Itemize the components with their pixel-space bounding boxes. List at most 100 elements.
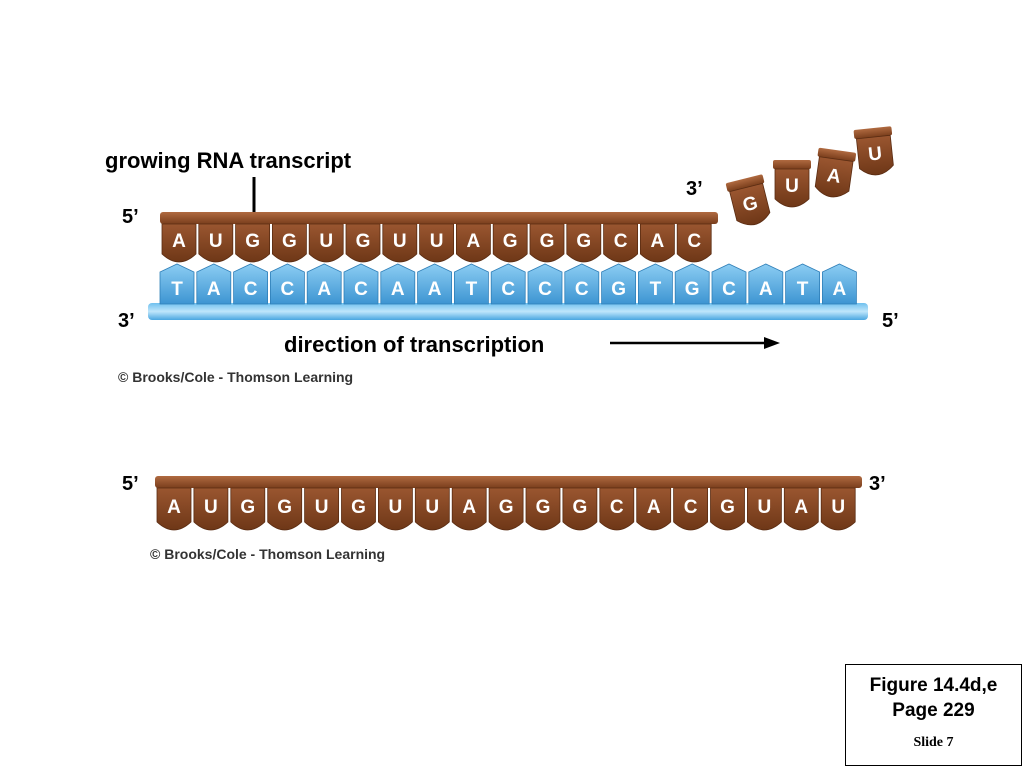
top-rna-base: G bbox=[529, 223, 565, 263]
bottom-rna-base: U bbox=[304, 487, 339, 531]
bottom-rna-base: G bbox=[488, 487, 524, 531]
figure-reference-box: Figure 14.4d,e Page 229 Slide 7 bbox=[845, 664, 1022, 766]
bottom-rna-base-letter: G bbox=[240, 497, 255, 518]
top-rna-base: U bbox=[382, 223, 418, 263]
dna-base-letter: A bbox=[207, 279, 221, 300]
dna-base-letter: C bbox=[501, 279, 515, 300]
dna-base: C bbox=[527, 263, 563, 305]
dna-base-letter: T bbox=[650, 279, 662, 300]
bottom-credit: © Brooks/Cole - Thomson Learning bbox=[150, 546, 385, 562]
bottom-rna-base-letter: U bbox=[204, 497, 218, 518]
top-rna-base-letter: U bbox=[393, 231, 407, 252]
bottom-rna-base-letter: U bbox=[831, 497, 845, 518]
dna-base-letter: C bbox=[722, 279, 736, 300]
free-nucleotide-base-letter: U bbox=[867, 143, 883, 165]
top-rna-base-letter: G bbox=[503, 231, 518, 252]
bottom-rna-base: A bbox=[451, 487, 487, 531]
top-rna-base: C bbox=[603, 223, 638, 263]
bottom-rna-base-letter: G bbox=[720, 497, 735, 518]
top-rna-base-letter: U bbox=[209, 231, 223, 252]
dna-base-letter: A bbox=[759, 279, 773, 300]
bottom-rna-base-letter: U bbox=[758, 497, 772, 518]
dna-base: A bbox=[306, 263, 342, 305]
dna-base: C bbox=[233, 263, 268, 305]
bottom-rna-base: C bbox=[673, 487, 708, 531]
top-rna-base-letter: G bbox=[282, 231, 297, 252]
top-rna-base-letter: G bbox=[356, 231, 371, 252]
dna-base: C bbox=[564, 263, 600, 305]
top-rna-5prime-label: 5’ bbox=[122, 206, 139, 228]
dna-base-letter: A bbox=[317, 279, 331, 300]
top-rna-3prime-label: 3’ bbox=[686, 178, 703, 200]
dna-base-letter: T bbox=[466, 279, 478, 300]
bottom-rna-base-letter: A bbox=[462, 497, 476, 518]
top-rna-base-letter: U bbox=[430, 231, 444, 252]
dna-base-letter: G bbox=[685, 279, 700, 300]
rna-transcript-label: growing RNA transcript bbox=[105, 148, 352, 173]
top-rna-base-letter: A bbox=[172, 231, 186, 252]
top-rna-base-letter: C bbox=[687, 231, 701, 252]
dna-base: T bbox=[159, 263, 195, 305]
free-nucleotide-base: G bbox=[729, 182, 771, 226]
dna-backbone bbox=[148, 303, 868, 320]
top-rna-base: C bbox=[676, 223, 712, 263]
dna-base-letter: G bbox=[611, 279, 626, 300]
bottom-rna-base: A bbox=[636, 487, 672, 531]
bottom-rna-base: G bbox=[267, 487, 303, 531]
dna-base: T bbox=[785, 263, 820, 305]
top-rna-base: G bbox=[566, 223, 602, 263]
bottom-rna-backbone bbox=[155, 476, 862, 488]
bottom-rna-base-letter: A bbox=[647, 497, 661, 518]
bottom-rna-base-letter: C bbox=[610, 497, 624, 518]
free-nucleotide-sugar bbox=[773, 160, 811, 169]
bottom-rna-base-letter: A bbox=[794, 497, 808, 518]
dna-base: G bbox=[601, 263, 636, 305]
bottom-rna-base-letter: G bbox=[277, 497, 292, 518]
dna-base: C bbox=[343, 263, 379, 305]
top-rna-base: U bbox=[198, 223, 234, 263]
bottom-rna-base: G bbox=[710, 487, 745, 531]
dna-base-letter: A bbox=[428, 279, 442, 300]
top-credit: © Brooks/Cole - Thomson Learning bbox=[118, 369, 353, 385]
free-nucleotide-base: U bbox=[855, 134, 894, 176]
free-nucleotide: U bbox=[773, 160, 811, 208]
bottom-rna-base-letter: U bbox=[425, 497, 439, 518]
dna-base: T bbox=[638, 263, 673, 305]
free-nucleotide-base-letter: U bbox=[785, 176, 799, 197]
top-rna-base: G bbox=[345, 223, 381, 263]
dna-base-letter: T bbox=[797, 279, 809, 300]
bottom-rna-base: U bbox=[378, 487, 413, 531]
bottom-rna-base: U bbox=[747, 487, 782, 531]
top-rna-base-letter: U bbox=[319, 231, 333, 252]
top-rna-base: G bbox=[235, 223, 270, 263]
free-nucleotide: G bbox=[725, 174, 771, 226]
bottom-rna-base-letter: A bbox=[167, 497, 181, 518]
top-rna-base-letter: A bbox=[651, 231, 665, 252]
bottom-rna-base: A bbox=[156, 487, 192, 531]
dna-base: A bbox=[417, 263, 452, 305]
top-rna-base: A bbox=[161, 223, 197, 263]
dna-base-letter: A bbox=[833, 279, 847, 300]
free-nucleotide-sugar bbox=[725, 174, 765, 192]
top-rna-base: U bbox=[308, 223, 344, 263]
bottom-rna-base: U bbox=[193, 487, 229, 531]
bottom-rna-base-letter: U bbox=[315, 497, 329, 518]
bottom-rna-base: U bbox=[820, 487, 856, 531]
dna-base: C bbox=[490, 263, 526, 305]
free-nucleotide-base: U bbox=[774, 168, 810, 208]
top-rna-base: U bbox=[419, 223, 454, 263]
free-nucleotide-base-letter: A bbox=[826, 165, 843, 188]
dna-base: A bbox=[822, 263, 857, 305]
bottom-rna-base: G bbox=[230, 487, 266, 531]
bottom-rna-base-letter: G bbox=[351, 497, 366, 518]
dna-base-letter: C bbox=[538, 279, 552, 300]
top-rna-base-letter: C bbox=[614, 231, 628, 252]
dna-base: A bbox=[380, 263, 416, 305]
free-nucleotide: U bbox=[853, 126, 894, 176]
bottom-rna-base: A bbox=[783, 487, 819, 531]
dna-base-letter: A bbox=[391, 279, 405, 300]
bottom-rna-base-letter: U bbox=[389, 497, 403, 518]
